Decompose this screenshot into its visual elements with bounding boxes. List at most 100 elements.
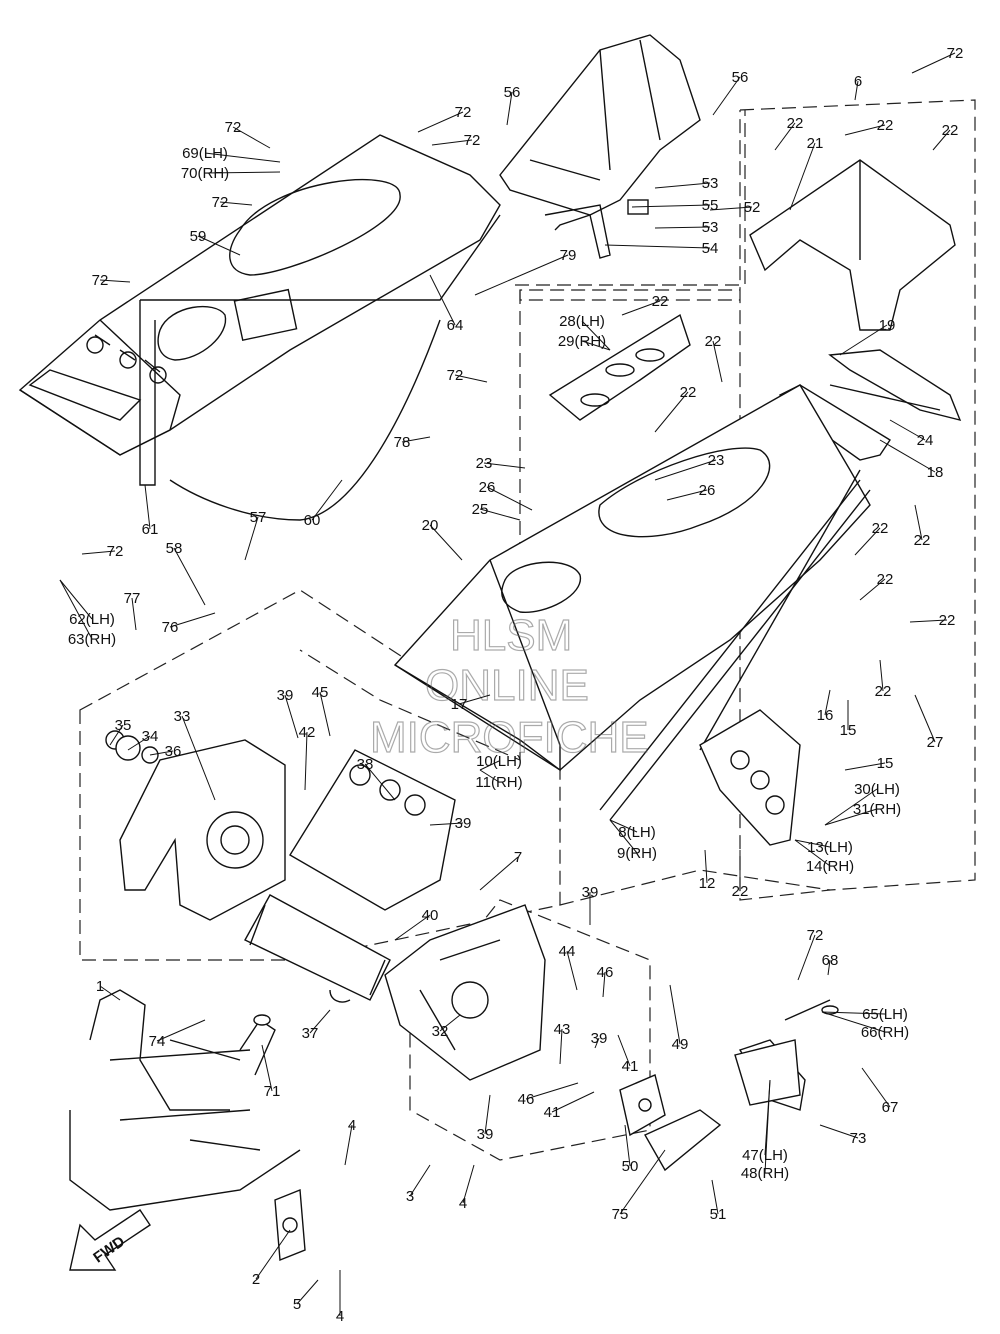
- callout-label: 1: [96, 978, 104, 995]
- callout-label: 42: [299, 724, 316, 741]
- callout-label: 75: [612, 1206, 629, 1223]
- leader-line: [109, 724, 124, 746]
- leader-line: [824, 689, 831, 716]
- bracket-2-part: [274, 1188, 306, 1262]
- callout-label: 41: [544, 1104, 561, 1121]
- callout-label: 51: [710, 1206, 727, 1223]
- leader-line: [131, 597, 137, 631]
- callout-label: 39: [582, 884, 599, 901]
- callout-label: 22: [705, 333, 722, 350]
- leader-line: [479, 508, 521, 521]
- callout-label: 26: [699, 482, 716, 499]
- leader-line: [774, 122, 796, 151]
- leader-line: [261, 1044, 273, 1092]
- leader-line: [859, 578, 886, 601]
- callout-label: 39: [455, 815, 472, 832]
- callout-label: 36: [165, 743, 182, 760]
- leader-line: [296, 1279, 319, 1305]
- callout-label: 5: [293, 1296, 301, 1313]
- leader-line: [304, 731, 308, 791]
- callout-label: 15: [877, 755, 894, 772]
- leader-line: [429, 822, 464, 826]
- callout-label: 37: [302, 1025, 319, 1042]
- callout-label: 72: [447, 367, 464, 384]
- leader-line: [624, 1124, 631, 1167]
- tunnel-part: [18, 134, 501, 521]
- leader-line: [401, 436, 431, 443]
- callout-label: 7: [514, 849, 522, 866]
- callout-label: 30(LH): [854, 781, 900, 798]
- callout-label: 56: [504, 84, 521, 101]
- bracket-13-part: [699, 709, 801, 846]
- callout-label: 72: [807, 927, 824, 944]
- leader-line: [602, 971, 606, 998]
- leader-line: [889, 419, 926, 441]
- callout-label: 65(LH): [862, 1006, 908, 1023]
- bulkhead-33-part: [105, 730, 286, 921]
- callout-label: 12: [699, 875, 716, 892]
- callout-label: 72: [92, 272, 109, 289]
- leader-line: [712, 340, 723, 383]
- leader-line: [619, 1149, 666, 1215]
- callout-label: 17: [451, 696, 468, 713]
- leader-line: [169, 612, 216, 628]
- leader-line: [204, 171, 281, 174]
- leader-line: [232, 126, 271, 149]
- leader-line: [609, 819, 638, 854]
- callout-label: 54: [702, 240, 719, 257]
- callout-label: 55: [702, 197, 719, 214]
- callout-label: 72: [455, 104, 472, 121]
- callout-label: 63(RH): [68, 631, 116, 648]
- leader-line: [914, 694, 936, 743]
- callout-label: 4: [459, 1195, 467, 1212]
- callout-label: 43: [554, 1021, 571, 1038]
- callout-label: 44: [559, 943, 576, 960]
- leader-line: [99, 279, 131, 283]
- leader-line: [309, 1009, 331, 1034]
- leader-line: [669, 984, 681, 1045]
- leader-line: [344, 1124, 353, 1166]
- callout-label: 57: [250, 509, 267, 526]
- leader-line: [789, 142, 816, 211]
- callout-label: 73: [850, 1130, 867, 1147]
- callout-label: 22: [877, 571, 894, 588]
- leader-line: [797, 934, 816, 981]
- callout-label: 32: [432, 1023, 449, 1040]
- leader-line: [819, 1124, 859, 1139]
- callout-label: 33: [174, 708, 191, 725]
- leader-line: [879, 439, 936, 473]
- callout-label: 76: [162, 619, 179, 636]
- callout-label: 77: [124, 590, 141, 607]
- group-7-lower: [299, 290, 521, 761]
- watermark-line-1: HLSM: [450, 611, 572, 660]
- cooler-37-part: [244, 894, 391, 1003]
- callout-label: 59: [190, 228, 207, 245]
- leader-line: [854, 80, 859, 101]
- leader-line: [59, 579, 93, 640]
- callout-label: 72: [947, 45, 964, 62]
- bulkhead-32-part: [384, 904, 546, 1081]
- callout-label: 46: [597, 964, 614, 981]
- leader-line: [654, 459, 717, 481]
- leader-line: [197, 235, 241, 256]
- callout-label: 45: [312, 684, 329, 701]
- leader-line: [581, 320, 611, 351]
- callout-label: 53: [702, 175, 719, 192]
- plate-50-75-part: [619, 1074, 722, 1172]
- leader-line: [666, 489, 708, 501]
- callout-label: 20: [422, 517, 439, 534]
- callout-label: 48(RH): [741, 1165, 789, 1182]
- leader-line: [654, 391, 689, 433]
- leader-line: [824, 788, 878, 826]
- leader-line: [156, 1019, 206, 1042]
- leader-line: [914, 504, 923, 541]
- step-47-part: [734, 999, 839, 1111]
- leader-line: [932, 129, 951, 151]
- callout-label: 22: [939, 612, 956, 629]
- callout-label: 3: [406, 1188, 414, 1205]
- leader-line: [604, 244, 711, 249]
- leader-line: [794, 839, 831, 867]
- main-tunnel-part: [393, 384, 871, 821]
- leader-line: [581, 340, 611, 351]
